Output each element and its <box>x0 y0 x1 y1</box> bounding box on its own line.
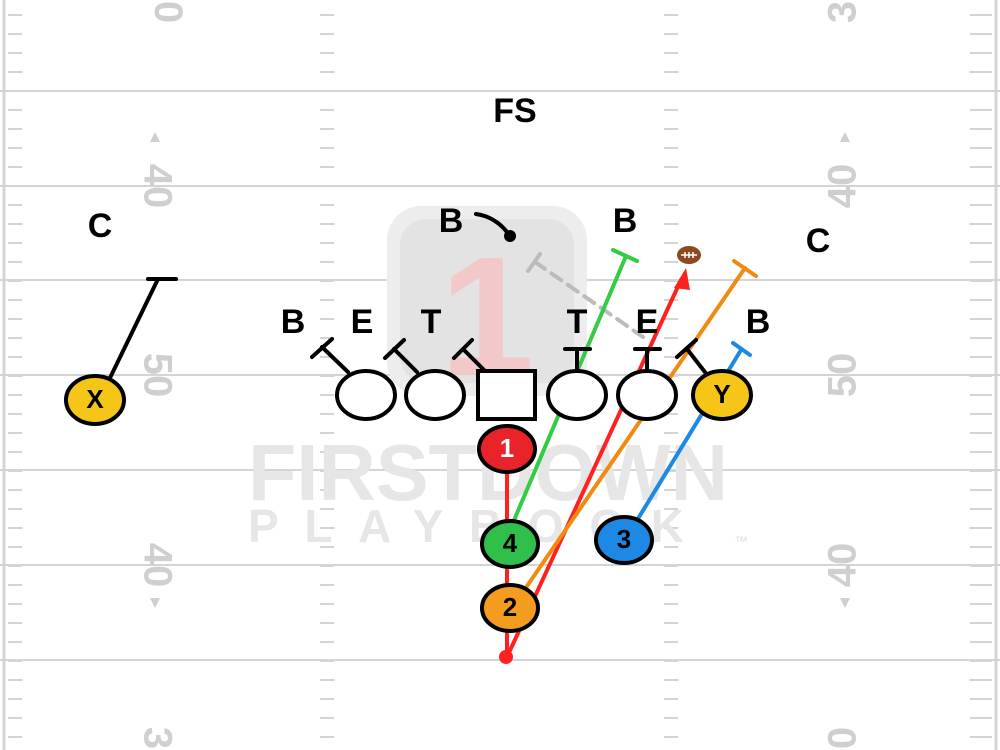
player-1-label: 1 <box>500 433 514 463</box>
route-2 <box>510 266 747 610</box>
yard-number: 3 <box>135 727 179 749</box>
block-y <box>685 347 710 378</box>
yard-number: 40 <box>135 164 179 209</box>
player-3-label: 3 <box>617 524 631 554</box>
block-3 <box>461 347 487 373</box>
defender-linebacker-left: B <box>439 202 464 240</box>
player-y-label: Y <box>713 379 730 409</box>
yard-number: 50 <box>821 353 865 398</box>
defender-e-right: E <box>636 303 659 341</box>
player-2-label: 2 <box>503 592 517 622</box>
defender-b-right: B <box>746 303 771 341</box>
defender-t-right: T <box>567 303 588 341</box>
route-gray-dashed <box>533 260 645 339</box>
watermark: 1 FIRSTDOWN PLAYBOOK ™ <box>248 206 748 552</box>
defender-t-left: T <box>421 303 442 341</box>
defender-corner-right: C <box>806 222 831 260</box>
direction-arrow-icon <box>840 598 850 608</box>
player-2: 2 <box>480 583 540 633</box>
route-1 <box>505 278 683 659</box>
hash-marks <box>8 14 992 738</box>
player-1: 1 <box>477 424 537 474</box>
player-4-label: 4 <box>503 528 518 558</box>
offensive-lineman <box>546 369 608 421</box>
defender-linebacker-right: B <box>613 202 638 240</box>
defender-free-safety: FS <box>493 92 536 130</box>
route-1-start <box>499 650 513 664</box>
offensive-lineman <box>616 369 678 421</box>
yard-number: 3 <box>821 1 865 23</box>
defender-corner-left: C <box>88 207 113 245</box>
player-x: X <box>64 374 126 426</box>
defense: FS C C B B B E T T E B <box>88 92 831 341</box>
block-1 <box>320 345 350 374</box>
offensive-lineman <box>404 369 466 421</box>
yard-number: 0 <box>821 727 865 749</box>
center <box>476 369 537 421</box>
yard-number: 40 <box>821 543 865 588</box>
football-icon <box>677 246 701 264</box>
yard-number: 50 <box>135 353 179 398</box>
route-1-arrow-icon <box>674 268 690 290</box>
route-x <box>106 277 160 384</box>
yard-number: 0 <box>146 1 190 23</box>
direction-arrow-icon <box>150 598 160 608</box>
watermark-trademark: ™ <box>734 533 748 549</box>
player-4: 4 <box>480 519 540 569</box>
direction-arrow-icon <box>150 132 160 142</box>
yard-number: 40 <box>821 164 865 209</box>
routes <box>106 212 758 664</box>
player-x-label: X <box>86 384 104 414</box>
defender-e-left: E <box>351 303 374 341</box>
yard-number: 40 <box>135 543 179 588</box>
direction-arrow-icon <box>840 132 850 142</box>
block-2 <box>392 347 419 374</box>
yard-numbers: 0 40 50 40 3 3 40 50 40 0 <box>135 1 864 749</box>
defender-b-left: B <box>281 303 306 341</box>
offensive-line <box>335 369 678 421</box>
offensive-lineman <box>335 369 397 421</box>
player-3: 3 <box>594 515 654 565</box>
player-y: Y <box>691 369 753 421</box>
skill-players: X Y 1 4 2 3 <box>64 369 753 633</box>
